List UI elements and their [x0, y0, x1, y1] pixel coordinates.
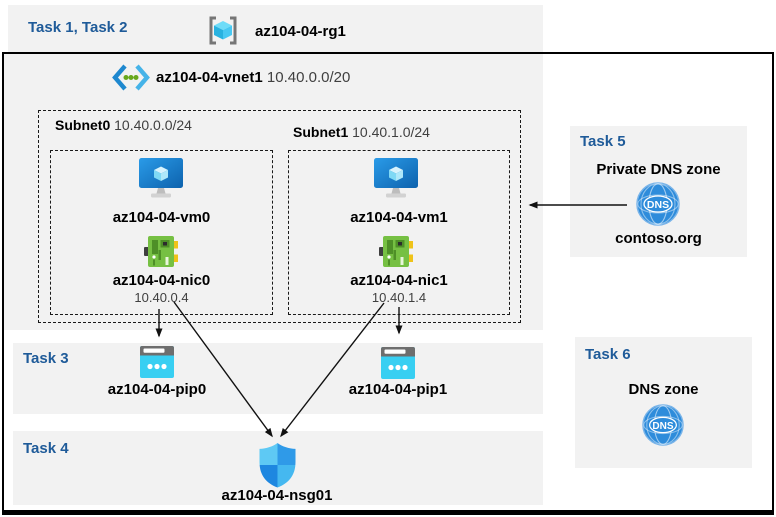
private-dns-zone-title: Private DNS zone [596, 161, 721, 178]
pip0-label: az104-04-pip0 [107, 381, 207, 398]
subnet1-label: Subnet1 10.40.1.0/24 [293, 124, 430, 140]
task6-box: Task 6 DNS zone DNS [575, 337, 752, 468]
dns-zone-icon-text: DNS [652, 421, 673, 432]
nsg-shield-icon [259, 443, 296, 488]
subnet0-label: Subnet0 10.40.0.0/24 [55, 117, 192, 133]
task3-heading: Task 3 [23, 350, 69, 367]
vnet-title: az104-04-vnet1 10.40.0.0/20 [156, 69, 350, 86]
task5-heading: Task 5 [580, 133, 626, 150]
vnet-name: az104-04-vnet1 [156, 69, 263, 86]
subnet0-cidr: 10.40.0.0/24 [114, 117, 192, 133]
vnet-icon [112, 63, 150, 92]
dns-zone-icon: DNS [642, 404, 684, 446]
nic0-icon [144, 234, 178, 269]
nic1-ip: 10.40.1.4 [371, 290, 427, 305]
task3-band: Task 3 [13, 343, 543, 414]
pip1-icon [381, 347, 415, 379]
task5-box: Task 5 Private DNS zone DNS contoso.org [570, 126, 747, 257]
subnet0-name: Subnet0 [55, 117, 111, 133]
vm1-label: az104-04-vm1 [350, 209, 448, 226]
private-dns-icon-text: DNS [647, 199, 669, 211]
resource-group-band: Task 1, Task 2 az104-04-rg1 [8, 5, 543, 52]
pip0-icon [140, 346, 174, 378]
vnet-address-space-box [38, 110, 521, 323]
contoso-zone-name: contoso.org [615, 230, 702, 247]
resource-group-icon [206, 14, 240, 47]
vm0-icon [139, 158, 183, 199]
task-1-2-heading: Task 1, Task 2 [28, 19, 128, 36]
nsg-label: az104-04-nsg01 [221, 487, 333, 504]
subnet0-box [50, 150, 273, 315]
subnet1-cidr: 10.40.1.0/24 [352, 124, 430, 140]
nic0-ip: 10.40.0.4 [134, 290, 189, 305]
vnet-region [4, 54, 543, 330]
subnet1-name: Subnet1 [293, 124, 349, 140]
task6-heading: Task 6 [585, 346, 631, 363]
private-dns-icon: DNS [636, 182, 680, 226]
nic0-label: az104-04-nic0 [112, 272, 211, 289]
dns-zone-title: DNS zone [628, 381, 699, 398]
vm1-icon [374, 158, 418, 199]
vnet-cidr: 10.40.0.0/20 [266, 69, 351, 86]
task4-heading: Task 4 [23, 440, 69, 457]
nic1-label: az104-04-nic1 [350, 272, 448, 289]
vm0-label: az104-04-vm0 [112, 209, 211, 226]
pip1-label: az104-04-pip1 [348, 381, 448, 398]
resource-group-name: az104-04-rg1 [255, 23, 346, 40]
nic1-icon [379, 234, 413, 269]
